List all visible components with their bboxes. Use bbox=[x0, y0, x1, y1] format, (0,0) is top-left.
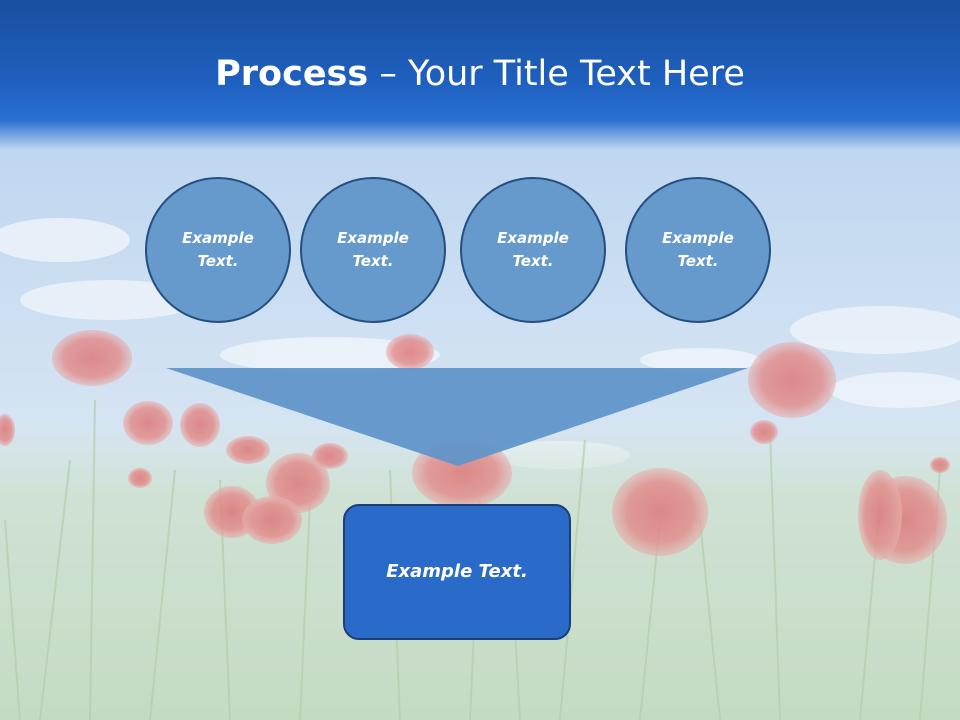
result-label: Example Text. bbox=[386, 561, 528, 582]
process-step-label: Example Text. bbox=[337, 229, 409, 270]
title-strong: Process bbox=[215, 54, 369, 94]
process-step-4[interactable]: Example Text. bbox=[625, 177, 771, 323]
process-step-3[interactable]: Example Text. bbox=[460, 177, 606, 323]
funnel-triangle bbox=[166, 368, 748, 466]
process-step-2[interactable]: Example Text. bbox=[300, 177, 446, 323]
process-step-1[interactable]: Example Text. bbox=[145, 177, 291, 323]
process-step-label: Example Text. bbox=[182, 229, 254, 270]
process-step-label: Example Text. bbox=[662, 229, 734, 270]
title-rest: – Your Title Text Here bbox=[368, 54, 745, 94]
result-box[interactable]: Example Text. bbox=[343, 504, 571, 640]
title-bar bbox=[0, 0, 960, 150]
process-step-label: Example Text. bbox=[497, 229, 569, 270]
slide-title: Process – Your Title Text Here bbox=[0, 50, 960, 98]
